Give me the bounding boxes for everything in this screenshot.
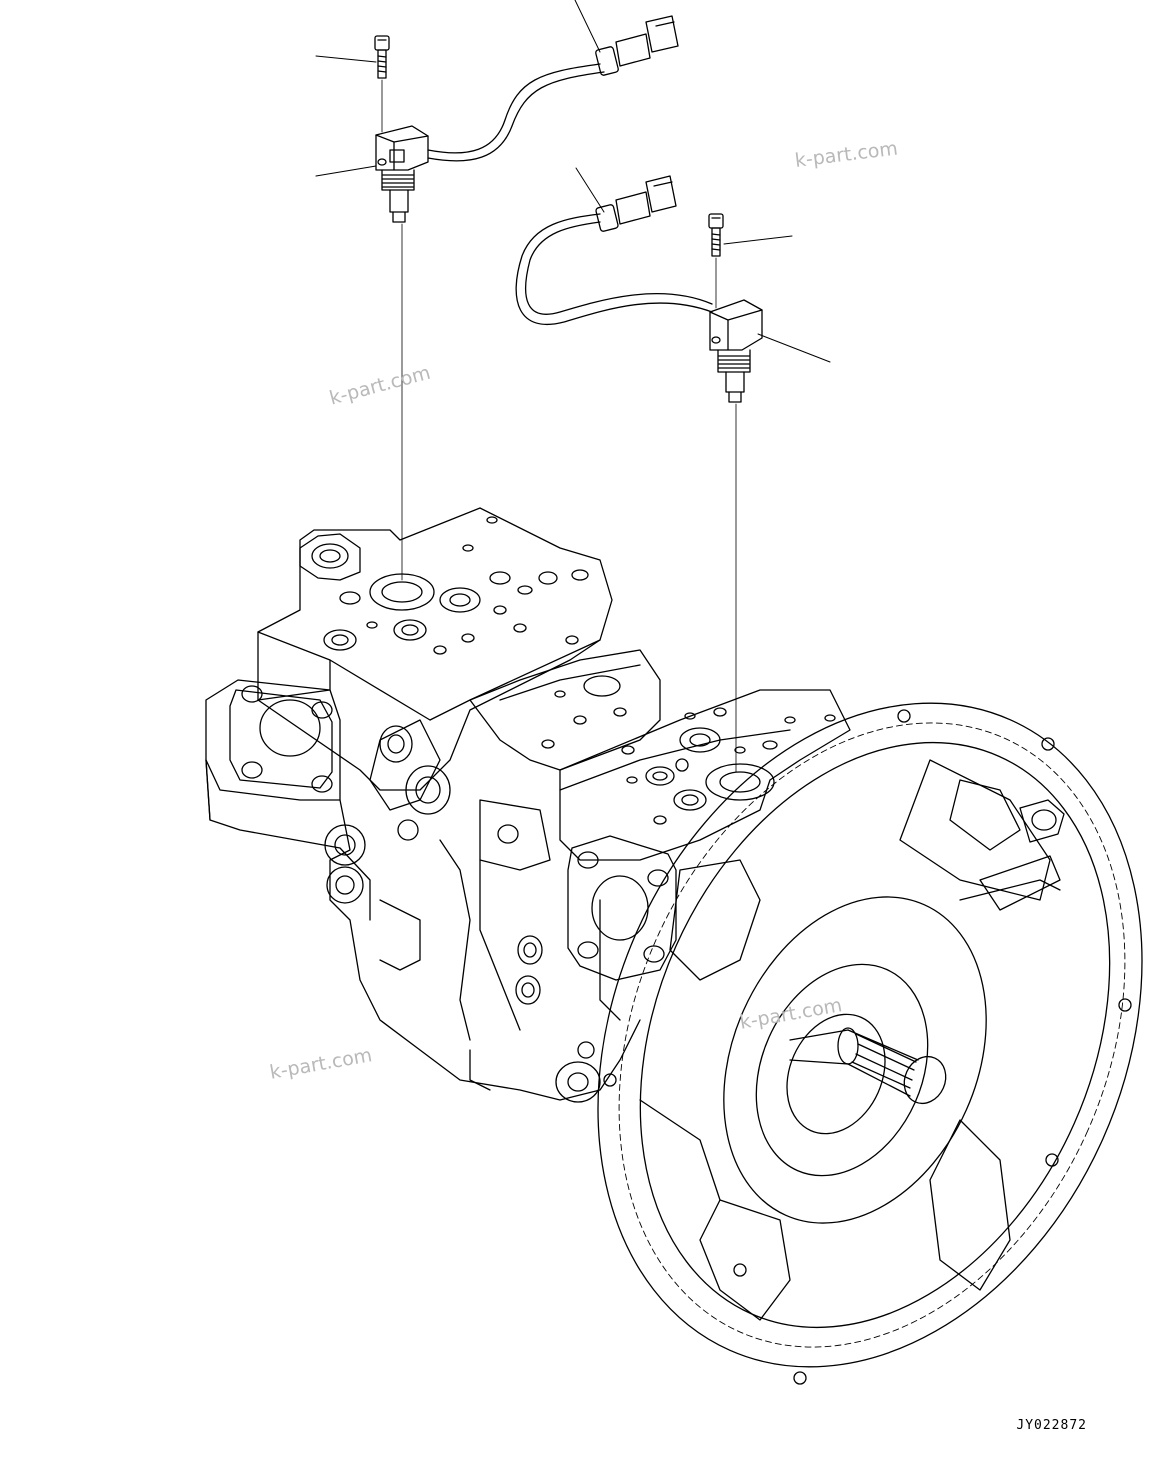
leader-left-cable (574, 0, 601, 53)
drawing-number: JY022872 (1016, 1418, 1087, 1433)
right-pressure-sensor (709, 299, 763, 403)
right-sensor-cable (515, 175, 713, 325)
leader-right-bolt (723, 235, 793, 245)
leader-lines (315, 0, 831, 363)
leader-right-sensor (757, 333, 831, 363)
leader-left-bolt (315, 55, 377, 63)
left-sensor-cable (427, 15, 679, 162)
right-bolt (708, 213, 724, 257)
left-bolt (374, 35, 390, 79)
flywheel-housing (597, 702, 1143, 1385)
left-pressure-sensor (375, 125, 429, 223)
leader-right-cable (575, 167, 605, 213)
drive-shaft (789, 1027, 947, 1105)
hydraulic-pump (205, 507, 851, 1103)
leader-left-sensor (315, 165, 377, 177)
